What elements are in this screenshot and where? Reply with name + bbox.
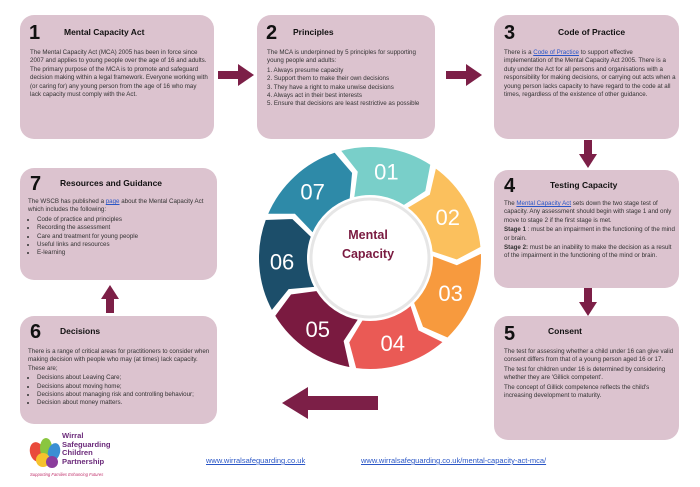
mental-capacity-wheel: 01 02 03 04 05 06 07	[257, 145, 483, 371]
footer-link-home[interactable]: www.wirralsafeguarding.co.uk	[206, 456, 306, 465]
logo-line: Wirral	[62, 431, 84, 440]
card-code-of-practice: 3 Code of Practice There is a Code of Pr…	[494, 15, 679, 139]
text-run: to support effective implementation of t…	[504, 49, 676, 99]
card-title: Consent	[548, 326, 582, 336]
wheel-segment-1	[337, 145, 433, 208]
principle-item: 4. Always act in their best interests	[267, 92, 362, 100]
card-title: Resources and Guidance	[60, 178, 163, 188]
text-run: The WSCB has published a	[28, 198, 106, 205]
resource-item: E-learning	[37, 249, 214, 257]
card-body: There is a range of critical areas for p…	[28, 348, 214, 408]
consent-paragraph: The test for assessing whether a child u…	[504, 348, 674, 364]
card-body: There is a Code of Practice to support e…	[504, 49, 676, 99]
logo-tagline: Supporting Families Enhancing Futures	[30, 472, 104, 477]
wheel-label-2: 02	[436, 205, 460, 230]
card-number: 2	[266, 22, 278, 44]
arrow-down-3-to-4	[579, 140, 597, 168]
text-run: sets down the two stage test of capacity…	[504, 200, 672, 224]
wheel-center-title: Mental Capacity	[306, 226, 430, 264]
decision-item: Decisions about Leaving Care;	[37, 374, 214, 382]
card-body: The WSCB has published a page about the …	[28, 198, 214, 258]
card-title: Principles	[293, 27, 334, 37]
resource-item: Recording the assessment	[37, 224, 214, 232]
center-line-2: Capacity	[341, 247, 395, 261]
card-title: Decisions	[60, 326, 101, 336]
wheel-center-disc	[309, 197, 431, 319]
arrow-left-5-to-6	[282, 387, 378, 419]
stage1-text: : must be an impairment in the functioni…	[504, 226, 675, 242]
wheel-label-4: 04	[381, 331, 405, 356]
card-number: 3	[504, 22, 516, 44]
card-principles: 2 Principles The MCA is underpinned by 5…	[257, 15, 435, 139]
consent-paragraph: The concept of Gillick competence reflec…	[504, 383, 650, 400]
decision-item: Decision about money matters.	[37, 399, 214, 407]
arrow-down-4-to-5	[579, 288, 597, 316]
decision-item: Decisions about moving home;	[37, 383, 214, 391]
principles-intro: The MCA is underpinned by 5 principles f…	[267, 49, 416, 65]
card-title: Testing Capacity	[550, 180, 618, 190]
card-decisions: 6 Decisions There is a range of critical…	[20, 316, 217, 424]
card-body: The test for assessing whether a child u…	[504, 348, 676, 401]
wheel-label-3: 03	[438, 281, 462, 306]
arrow-right-1-to-2	[218, 64, 254, 86]
logo-line: Children	[62, 448, 93, 458]
card-number: 7	[30, 173, 42, 195]
card-consent: 5 Consent The test for assessing whether…	[494, 316, 679, 440]
principle-item: 5. Ensure that decisions are least restr…	[267, 100, 420, 108]
resource-item: Care and treatment for young people	[37, 233, 214, 241]
card-body: The MCA is underpinned by 5 principles f…	[267, 49, 433, 109]
wheel-segment-3	[411, 250, 483, 340]
wheel-segment-5	[272, 288, 362, 370]
logo-line: Safeguarding	[62, 439, 111, 449]
principle-item: 1. Always presume capacity	[267, 66, 344, 74]
decisions-intro: There is a range of critical areas for p…	[28, 348, 210, 372]
card-title: Code of Practice	[558, 27, 626, 37]
card-number: 5	[504, 323, 516, 345]
consent-paragraph: The test for children under 16 is determ…	[504, 365, 666, 382]
text-run: The	[504, 200, 517, 207]
stage1-label: Stage 1	[504, 226, 527, 234]
principle-item: 3. They have a right to make unwise deci…	[267, 83, 394, 91]
mental-capacity-act-link[interactable]: Mental Capacity Act	[516, 200, 572, 207]
card-mental-capacity-act: 1 Mental Capacity Act The Mental Capacit…	[20, 15, 214, 139]
principle-item: 2. Support them to make their own decisi…	[267, 75, 390, 83]
resource-item: Useful links and resources	[37, 241, 214, 249]
wheel-label-6: 06	[270, 249, 294, 274]
card-body: The Mental Capacity Act (MCA) 2005 has b…	[30, 49, 208, 99]
text-run: about the Mental Capacity Act which incl…	[28, 198, 204, 214]
card-number: 6	[30, 321, 42, 343]
wheel-label-1: 01	[374, 160, 398, 185]
decision-item: Decisions about managing risk and contro…	[37, 391, 214, 399]
arrow-right-2-to-3	[446, 64, 482, 86]
stage2-label: Stage 2:	[504, 244, 529, 252]
card-number: 4	[504, 175, 516, 197]
center-line-1: Mental	[348, 228, 388, 242]
card-title: Mental Capacity Act	[64, 27, 145, 37]
wheel-segment-6	[257, 216, 318, 314]
wheel-segment-7	[265, 150, 355, 236]
text-run: There is a	[504, 49, 534, 56]
hands-logo-icon	[29, 438, 61, 468]
wheel-segment-2	[404, 165, 483, 262]
code-of-practice-link[interactable]: Code of Practice	[533, 49, 579, 56]
card-resources-guidance: 7 Resources and Guidance The WSCB has pu…	[20, 168, 217, 280]
logo-line: Partnership	[62, 456, 105, 466]
card-testing-capacity: 4 Testing Capacity The Mental Capacity A…	[494, 170, 679, 288]
card-number: 1	[29, 22, 41, 44]
resource-item: Code of practice and principles	[37, 216, 214, 224]
card-body: The Mental Capacity Act sets down the tw…	[504, 200, 676, 262]
wscb-page-link[interactable]: page	[105, 198, 120, 205]
footer-link-mca[interactable]: www.wirralsafeguarding.co.uk/mental-capa…	[361, 456, 547, 465]
logo-wordmark: Wirral Safeguarding Children Partnership	[62, 431, 111, 466]
wheel-label-5: 05	[306, 317, 330, 342]
stage2-text: must be an inability to make the decisio…	[504, 244, 672, 260]
wheel-label-7: 07	[300, 179, 324, 204]
wheel-segment-4	[347, 302, 447, 371]
arrow-up-6-to-7	[101, 285, 119, 313]
wscp-logo	[28, 432, 62, 470]
